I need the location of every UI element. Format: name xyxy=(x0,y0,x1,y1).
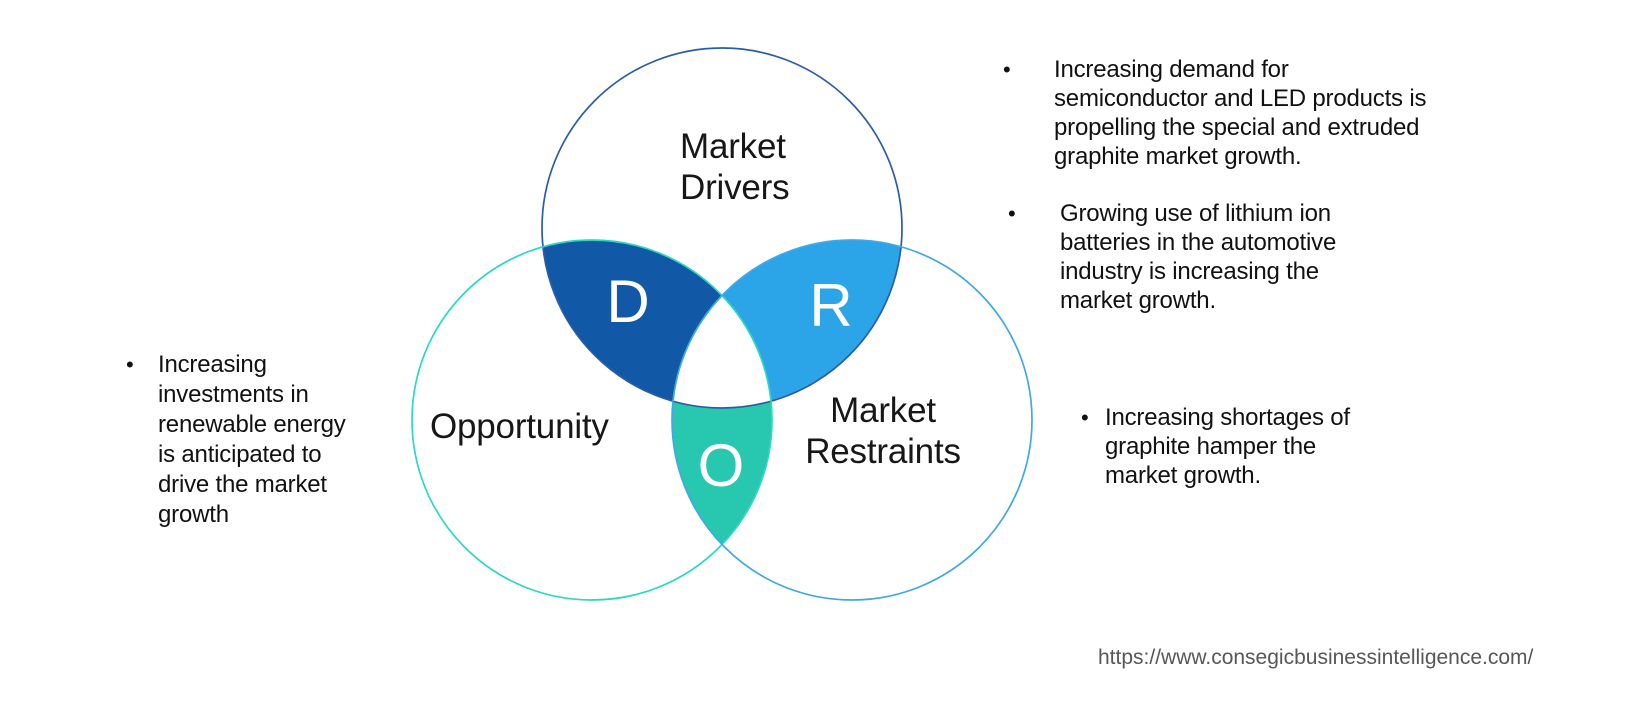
drivers-circle xyxy=(541,47,903,409)
drivers-bullet-2-text: Growing use of lithium ion batteries in … xyxy=(1060,200,1337,314)
drivers-opportunity-lens xyxy=(542,240,772,408)
restraints-bullet: • Increasing shortages of graphite hampe… xyxy=(1081,403,1411,490)
restraints-circle-label: Market Restraints xyxy=(805,391,961,471)
drivers-bullet-2: • Growing use of lithium ion batteries i… xyxy=(1008,199,1428,315)
drivers-bullet-1-text: Increasing demand for semiconductor and … xyxy=(1054,56,1427,170)
bullet-dot: • xyxy=(126,352,134,377)
drivers-bullet-1: • Increasing demand for semiconductor an… xyxy=(1003,55,1443,171)
bullet-dot: • xyxy=(1003,57,1011,82)
opportunity-circle xyxy=(411,239,773,601)
drivers-restraints-lens xyxy=(672,240,902,408)
drivers-circle-label: Market Drivers xyxy=(680,127,790,207)
restraints-letter: R xyxy=(809,272,852,339)
restraints-bullet-text: Increasing shortages of graphite hamper … xyxy=(1105,404,1350,489)
bullet-dot: • xyxy=(1081,405,1089,430)
bullet-dot: • xyxy=(1008,201,1016,226)
opportunity-bullet-text: Increasing investments in renewable ener… xyxy=(158,351,346,528)
opportunity-letter: O xyxy=(698,432,745,499)
opportunity-circle-label: Opportunity xyxy=(430,407,609,446)
restraints-circle xyxy=(671,239,1033,601)
source-url: https://www.consegicbusinessintelligence… xyxy=(1098,646,1534,669)
opportunity-bullet: • Increasing investments in renewable en… xyxy=(126,350,376,530)
drivers-letter: D xyxy=(606,268,649,335)
